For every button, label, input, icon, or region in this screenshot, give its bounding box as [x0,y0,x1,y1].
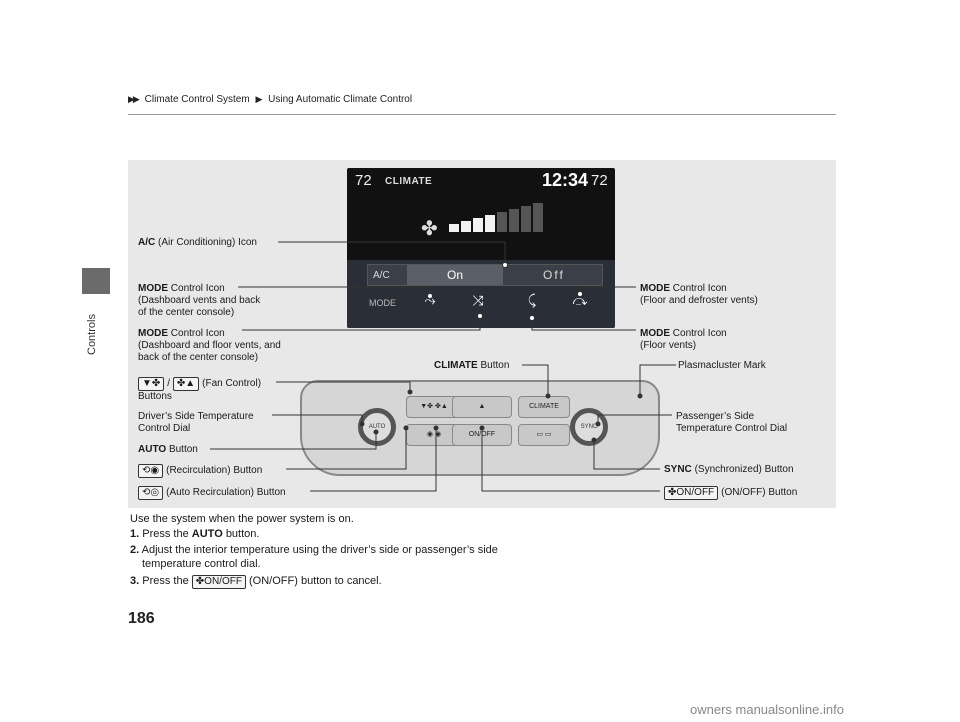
control-panel: AUTO SYNC ▼✤ ✤▲ ◉ ◉ ▲ ON/OFF CLIMATE ▭ ▭ [300,380,660,476]
intro-text: Use the system when the power system is … [130,513,354,525]
callout-auto-button: AUTO Button [138,444,198,455]
screen-temp-right: 72 [591,172,608,189]
footer-watermark: owners manualsonline.info [690,702,844,717]
breadcrumb: ▶▶ Climate Control System ▶ Using Automa… [128,94,412,105]
screen-temp-left: 72 [355,172,372,189]
breadcrumb-item-automatic-climate-control[interactable]: Using Automatic Climate Control [268,94,413,105]
fan-onoff-icon: ✤ON/OFF [191,575,246,589]
climate-display-screen: 72 CLIMATE 12:34 72 ✤ A/C On Off MODE ⤳ … [347,168,615,328]
callout-mode-floor: MODE Control Icon(Floor vents) [640,328,727,351]
ac-on-option[interactable]: On [407,265,503,285]
fan-level-bar [497,212,507,232]
screen-title: CLIMATE [385,176,433,187]
fan-onoff-icon: ✤ON/OFF [664,486,719,500]
callout-sync-button: SYNC (Synchronized) Button [664,464,794,475]
fan-level-bar [509,209,519,232]
callout-mode-floor-defroster: MODE Control Icon(Floor and defroster ve… [640,283,758,306]
mode-label: MODE [369,298,396,308]
climate-panel-button[interactable]: CLIMATE [518,396,570,418]
fan-level-bar [485,215,495,232]
callout-recirculation: ⟲◉(Recirculation) Button [138,464,262,478]
fan-level-bar [461,221,471,232]
step-2: 2. Adjust the interior temperature using… [130,544,498,570]
hazard-button[interactable]: ▲ [452,396,512,418]
step-3: 3. Press the ✤ON/OFF (ON/OFF) button to … [130,575,382,589]
header-rule [128,114,836,115]
fan-level-bar [473,218,483,232]
fan-down-icon: ▼✤ [138,377,165,391]
ac-off-option[interactable]: Off [543,268,565,282]
section-tab-marker [82,268,110,294]
auto-recirculation-icon: ⟲◎ [138,486,164,500]
mode-floor-defroster-icon[interactable]: ⤼ [572,292,588,308]
callout-climate-button: CLIMATE Button [434,360,510,371]
callout-onoff-button: ✤ON/OFF(ON/OFF) Button [664,486,797,500]
breadcrumb-arrow-icon: ▶▶ [128,94,140,104]
callout-mode-dashboard-console: MODE Control Icon(Dashboard vents and ba… [138,283,261,318]
mode-floor-icon[interactable]: ⤹ [527,292,537,308]
driver-temperature-dial[interactable]: AUTO [358,408,396,446]
callout-fan-control: ▼✤/ ✤▲(Fan Control)Buttons [138,377,262,402]
mode-dashboard-console-icon[interactable]: ⤳ [424,292,436,308]
mode-dashboard-floor-console-icon[interactable]: ⤨ [472,292,484,308]
callout-auto-recirculation: ⟲◎(Auto Recirculation) Button [138,486,286,500]
fan-icon: ✤ [421,218,438,240]
fan-up-icon: ✤▲ [172,377,200,391]
defroster-buttons[interactable]: ▭ ▭ [518,424,570,446]
callout-ac-icon: A/C (Air Conditioning) Icon [138,237,257,248]
recirculation-icon: ⟲◉ [138,464,164,478]
fan-level-bar [521,206,531,232]
passenger-temperature-dial[interactable]: SYNC [570,408,608,446]
screen-time: 12:34 [542,170,589,190]
breadcrumb-item-climate-control-system[interactable]: Climate Control System [144,94,250,105]
ac-icon-label: A/C [373,270,390,281]
step-1: 1. Press the AUTO button. [130,528,260,540]
fan-level-bar [533,203,543,232]
fan-level-bar [449,224,459,232]
breadcrumb-arrow-icon: ▶ [255,94,263,104]
page-number: 186 [128,610,155,627]
callout-plasmacluster: Plasmacluster Mark [678,360,766,371]
callout-mode-dashboard-floor-console: MODE Control Icon(Dashboard and floor ve… [138,328,281,363]
